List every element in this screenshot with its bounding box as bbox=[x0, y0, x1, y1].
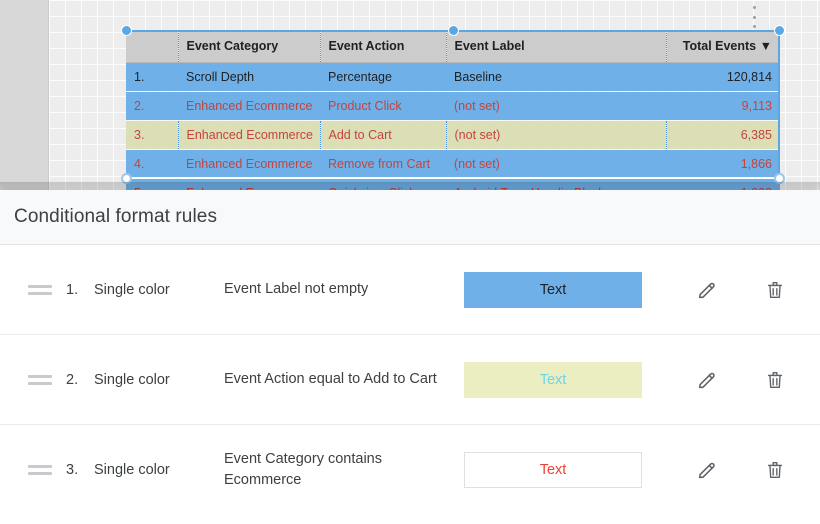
pencil-icon[interactable] bbox=[694, 367, 720, 393]
cell-total-events: 1,866 bbox=[666, 149, 780, 179]
report-table: Event Category Event Action Event Label … bbox=[126, 30, 780, 190]
table-body: 1. Scroll Depth Percentage Baseline 120,… bbox=[126, 62, 780, 190]
column-header-event-category[interactable]: Event Category bbox=[177, 30, 320, 63]
drag-handle-bar-2 bbox=[28, 291, 52, 295]
cell-index: 5. bbox=[126, 178, 178, 190]
sort-descending-icon[interactable]: ▼ bbox=[759, 38, 772, 53]
rule-condition: Event Action equal to Add to Cart bbox=[224, 371, 437, 387]
drag-handle-bar-2 bbox=[28, 381, 52, 385]
cell-total-events: 9,113 bbox=[666, 91, 780, 121]
cell-event-label: (not set) bbox=[446, 149, 666, 179]
drag-handle-icon[interactable] bbox=[28, 465, 52, 475]
resize-handle-top-left[interactable] bbox=[121, 25, 132, 36]
dialog-header: Conditional format rules bbox=[0, 190, 820, 245]
drag-handle-icon[interactable] bbox=[28, 374, 52, 385]
rule-condition: Event Label not empty bbox=[224, 281, 369, 297]
rule-preview-text: Text bbox=[539, 281, 567, 298]
cell-event-category: Enhanced Ecommerce bbox=[178, 178, 320, 190]
table-row[interactable]: 1. Scroll Depth Percentage Baseline 120,… bbox=[126, 62, 780, 92]
cell-event-label: Baseline bbox=[446, 62, 666, 92]
pencil-icon[interactable] bbox=[694, 457, 720, 483]
rule-type: Single color bbox=[94, 462, 170, 478]
column-header-total-events-label: Total Events bbox=[682, 38, 757, 53]
drag-handle-bar-1 bbox=[28, 284, 52, 288]
rule-actions bbox=[694, 277, 806, 303]
cell-event-action: Quickview Click bbox=[320, 178, 446, 190]
trash-icon[interactable] bbox=[762, 367, 788, 393]
more-vert-dot-2 bbox=[752, 15, 756, 19]
rule-preview-text: Text bbox=[539, 462, 567, 478]
column-header-total-events[interactable]: Total Events ▼ bbox=[665, 30, 780, 63]
trash-icon[interactable] bbox=[762, 277, 788, 303]
conditional-format-rules-dialog: Conditional format rules 1. Single color… bbox=[0, 190, 820, 524]
cell-event-label: Android Tang Hoodie Black bbox=[446, 178, 666, 190]
cell-event-category: Scroll Depth bbox=[178, 62, 320, 92]
cell-event-category: Enhanced Ecommerce bbox=[177, 120, 320, 150]
rule-type: Single color bbox=[94, 371, 170, 388]
more-vert-dot-1 bbox=[752, 6, 756, 9]
selection-border-right bbox=[778, 30, 780, 180]
cell-event-label: (not set) bbox=[446, 91, 666, 121]
cell-event-category: Enhanced Ecommerce bbox=[178, 91, 320, 121]
page-title: Conditional format rules bbox=[14, 206, 218, 227]
trash-icon[interactable] bbox=[762, 457, 788, 483]
cell-total-events: 1,000 bbox=[666, 178, 780, 190]
resize-handle-bottom-left[interactable] bbox=[121, 173, 132, 184]
column-header-index[interactable] bbox=[126, 30, 178, 63]
resize-handle-bottom-right[interactable] bbox=[774, 173, 785, 184]
rule-preview-swatch[interactable]: Text bbox=[464, 361, 642, 398]
column-header-event-label[interactable]: Event Label bbox=[445, 30, 666, 63]
cell-total-events: 120,814 bbox=[666, 62, 780, 92]
rule-preview-swatch[interactable]: Text bbox=[464, 452, 642, 488]
cell-event-action: Add to Cart bbox=[319, 120, 446, 150]
rule-actions bbox=[694, 457, 806, 483]
rule-type: Single color bbox=[94, 281, 170, 298]
more-vert-icon[interactable] bbox=[746, 4, 762, 30]
rules-list: 1. Single color Event Label not empty Te… bbox=[0, 245, 820, 515]
drag-handle-bar-2 bbox=[28, 472, 52, 475]
cell-index: 2. bbox=[126, 91, 178, 121]
pencil-icon[interactable] bbox=[694, 277, 720, 303]
selection-border-bottom bbox=[126, 177, 780, 179]
cell-event-action: Remove from Cart bbox=[320, 149, 446, 179]
drag-handle-icon[interactable] bbox=[28, 284, 52, 295]
cell-event-category: Enhanced Ecommerce bbox=[178, 149, 320, 179]
rule-preview-text: Text bbox=[539, 371, 567, 388]
column-header-event-action[interactable]: Event Action bbox=[319, 30, 446, 63]
cell-index: 3. bbox=[126, 120, 178, 150]
drag-handle-bar-1 bbox=[28, 374, 52, 378]
rule-row[interactable]: 3. Single color Event Category contains … bbox=[0, 425, 820, 515]
rule-row[interactable]: 1. Single color Event Label not empty Te… bbox=[0, 245, 820, 335]
table-row[interactable]: 5. Enhanced Ecommerce Quickview Click An… bbox=[126, 178, 780, 190]
rule-condition: Event Category contains Ecommerce bbox=[224, 451, 382, 488]
cell-total-events: 6,385 bbox=[665, 120, 780, 150]
table-header-row: Event Category Event Action Event Label … bbox=[126, 30, 780, 63]
resize-handle-top-middle[interactable] bbox=[448, 25, 459, 36]
resize-handle-top-right[interactable] bbox=[774, 25, 785, 36]
cell-event-label: (not set) bbox=[445, 120, 666, 150]
cell-index: 1. bbox=[126, 62, 178, 92]
rule-index: 3. bbox=[66, 462, 79, 478]
table-row[interactable]: 4. Enhanced Ecommerce Remove from Cart (… bbox=[126, 149, 780, 179]
report-table-widget[interactable]: Event Category Event Action Event Label … bbox=[126, 30, 780, 190]
cell-index: 4. bbox=[126, 149, 178, 179]
cell-event-action: Product Click bbox=[320, 91, 446, 121]
more-vert-dot-3 bbox=[752, 25, 756, 28]
rule-preview-swatch[interactable]: Text bbox=[464, 271, 642, 308]
table-row[interactable]: 2. Enhanced Ecommerce Product Click (not… bbox=[126, 91, 780, 121]
rule-row[interactable]: 2. Single color Event Action equal to Ad… bbox=[0, 335, 820, 425]
rule-index: 1. bbox=[66, 281, 79, 298]
drag-handle-bar-1 bbox=[28, 465, 52, 468]
rule-actions bbox=[694, 367, 806, 393]
rule-index: 2. bbox=[66, 371, 79, 388]
cell-event-action: Percentage bbox=[320, 62, 446, 92]
table-row[interactable]: 3. Enhanced Ecommerce Add to Cart (not s… bbox=[126, 120, 780, 150]
